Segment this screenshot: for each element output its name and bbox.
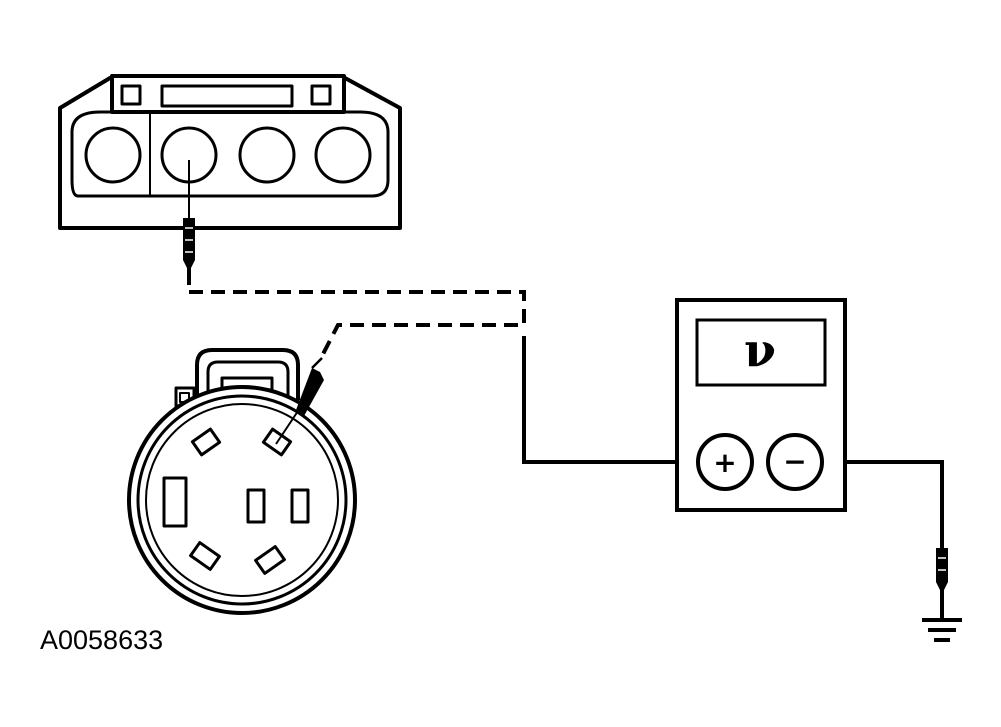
meter-display-symbol: ν [744, 323, 776, 377]
test-probe-icon [275, 357, 324, 445]
positive-terminal [696, 433, 754, 491]
solid-test-lead-ground [822, 460, 944, 548]
test-probe-icon [936, 548, 948, 604]
meter-display [695, 318, 827, 387]
connector-pin-3 [238, 126, 296, 184]
solid-test-lead-positive [522, 336, 697, 464]
terminal-upper-left [190, 427, 222, 457]
positive-terminal-label: + [713, 446, 736, 479]
dashed-test-lead [189, 290, 526, 357]
terminal-lower-left [189, 541, 221, 571]
negative-terminal-label: − [783, 445, 806, 478]
ground-symbol-icon [922, 604, 962, 642]
terminal-lower-right [254, 545, 286, 575]
connector-pin-4 [314, 126, 372, 184]
harness-connector-4-pin [58, 74, 402, 230]
terminal-right [290, 488, 310, 524]
voltmeter: ν + − [675, 298, 847, 512]
figure-id-label: A0058633 [40, 625, 163, 655]
terminal-center [246, 488, 266, 524]
component-connector-round [127, 348, 357, 615]
terminal-left [162, 476, 188, 528]
connector-pin-1 [84, 126, 142, 184]
negative-terminal [766, 433, 824, 491]
test-probe-icon [183, 160, 195, 285]
